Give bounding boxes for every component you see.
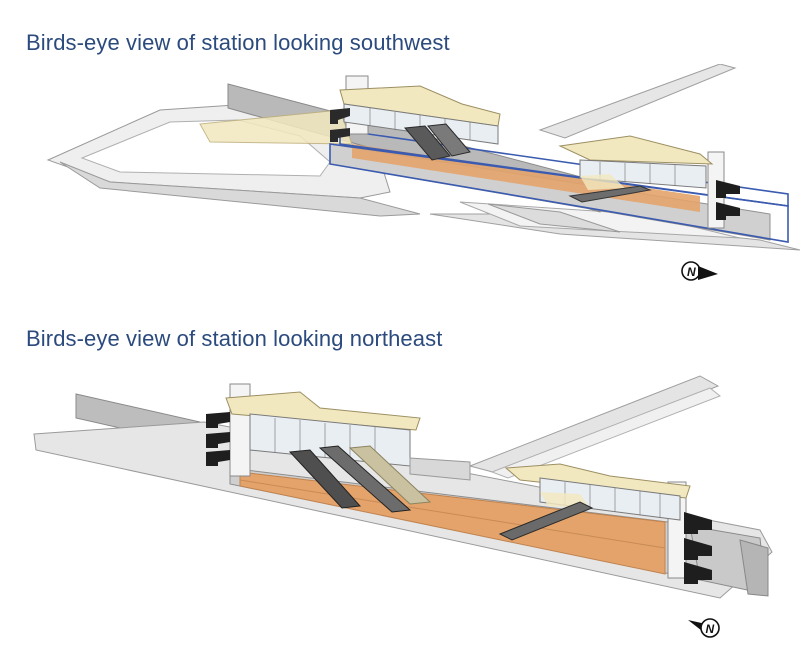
station-building-south (498, 463, 712, 584)
plaza-canopy (199, 109, 353, 145)
north-arrow-icon: N (688, 618, 720, 638)
view-title-southwest: Birds-eye view of station looking southw… (26, 30, 450, 55)
station-building-north (206, 383, 432, 513)
north-label: N (687, 265, 696, 279)
station-diagram-northeast (33, 375, 773, 599)
north-label: N (706, 622, 715, 636)
station-building-south (558, 135, 740, 229)
station-building-north (330, 75, 501, 161)
station-diagram-southwest (46, 64, 801, 251)
view-title-northeast: Birds-eye view of station looking northe… (26, 326, 443, 351)
cross-street (468, 375, 721, 479)
north-arrow-icon: N (681, 261, 718, 281)
access-ramp (487, 203, 621, 233)
mid-structure (409, 457, 471, 481)
platform-edge-line (239, 479, 666, 549)
